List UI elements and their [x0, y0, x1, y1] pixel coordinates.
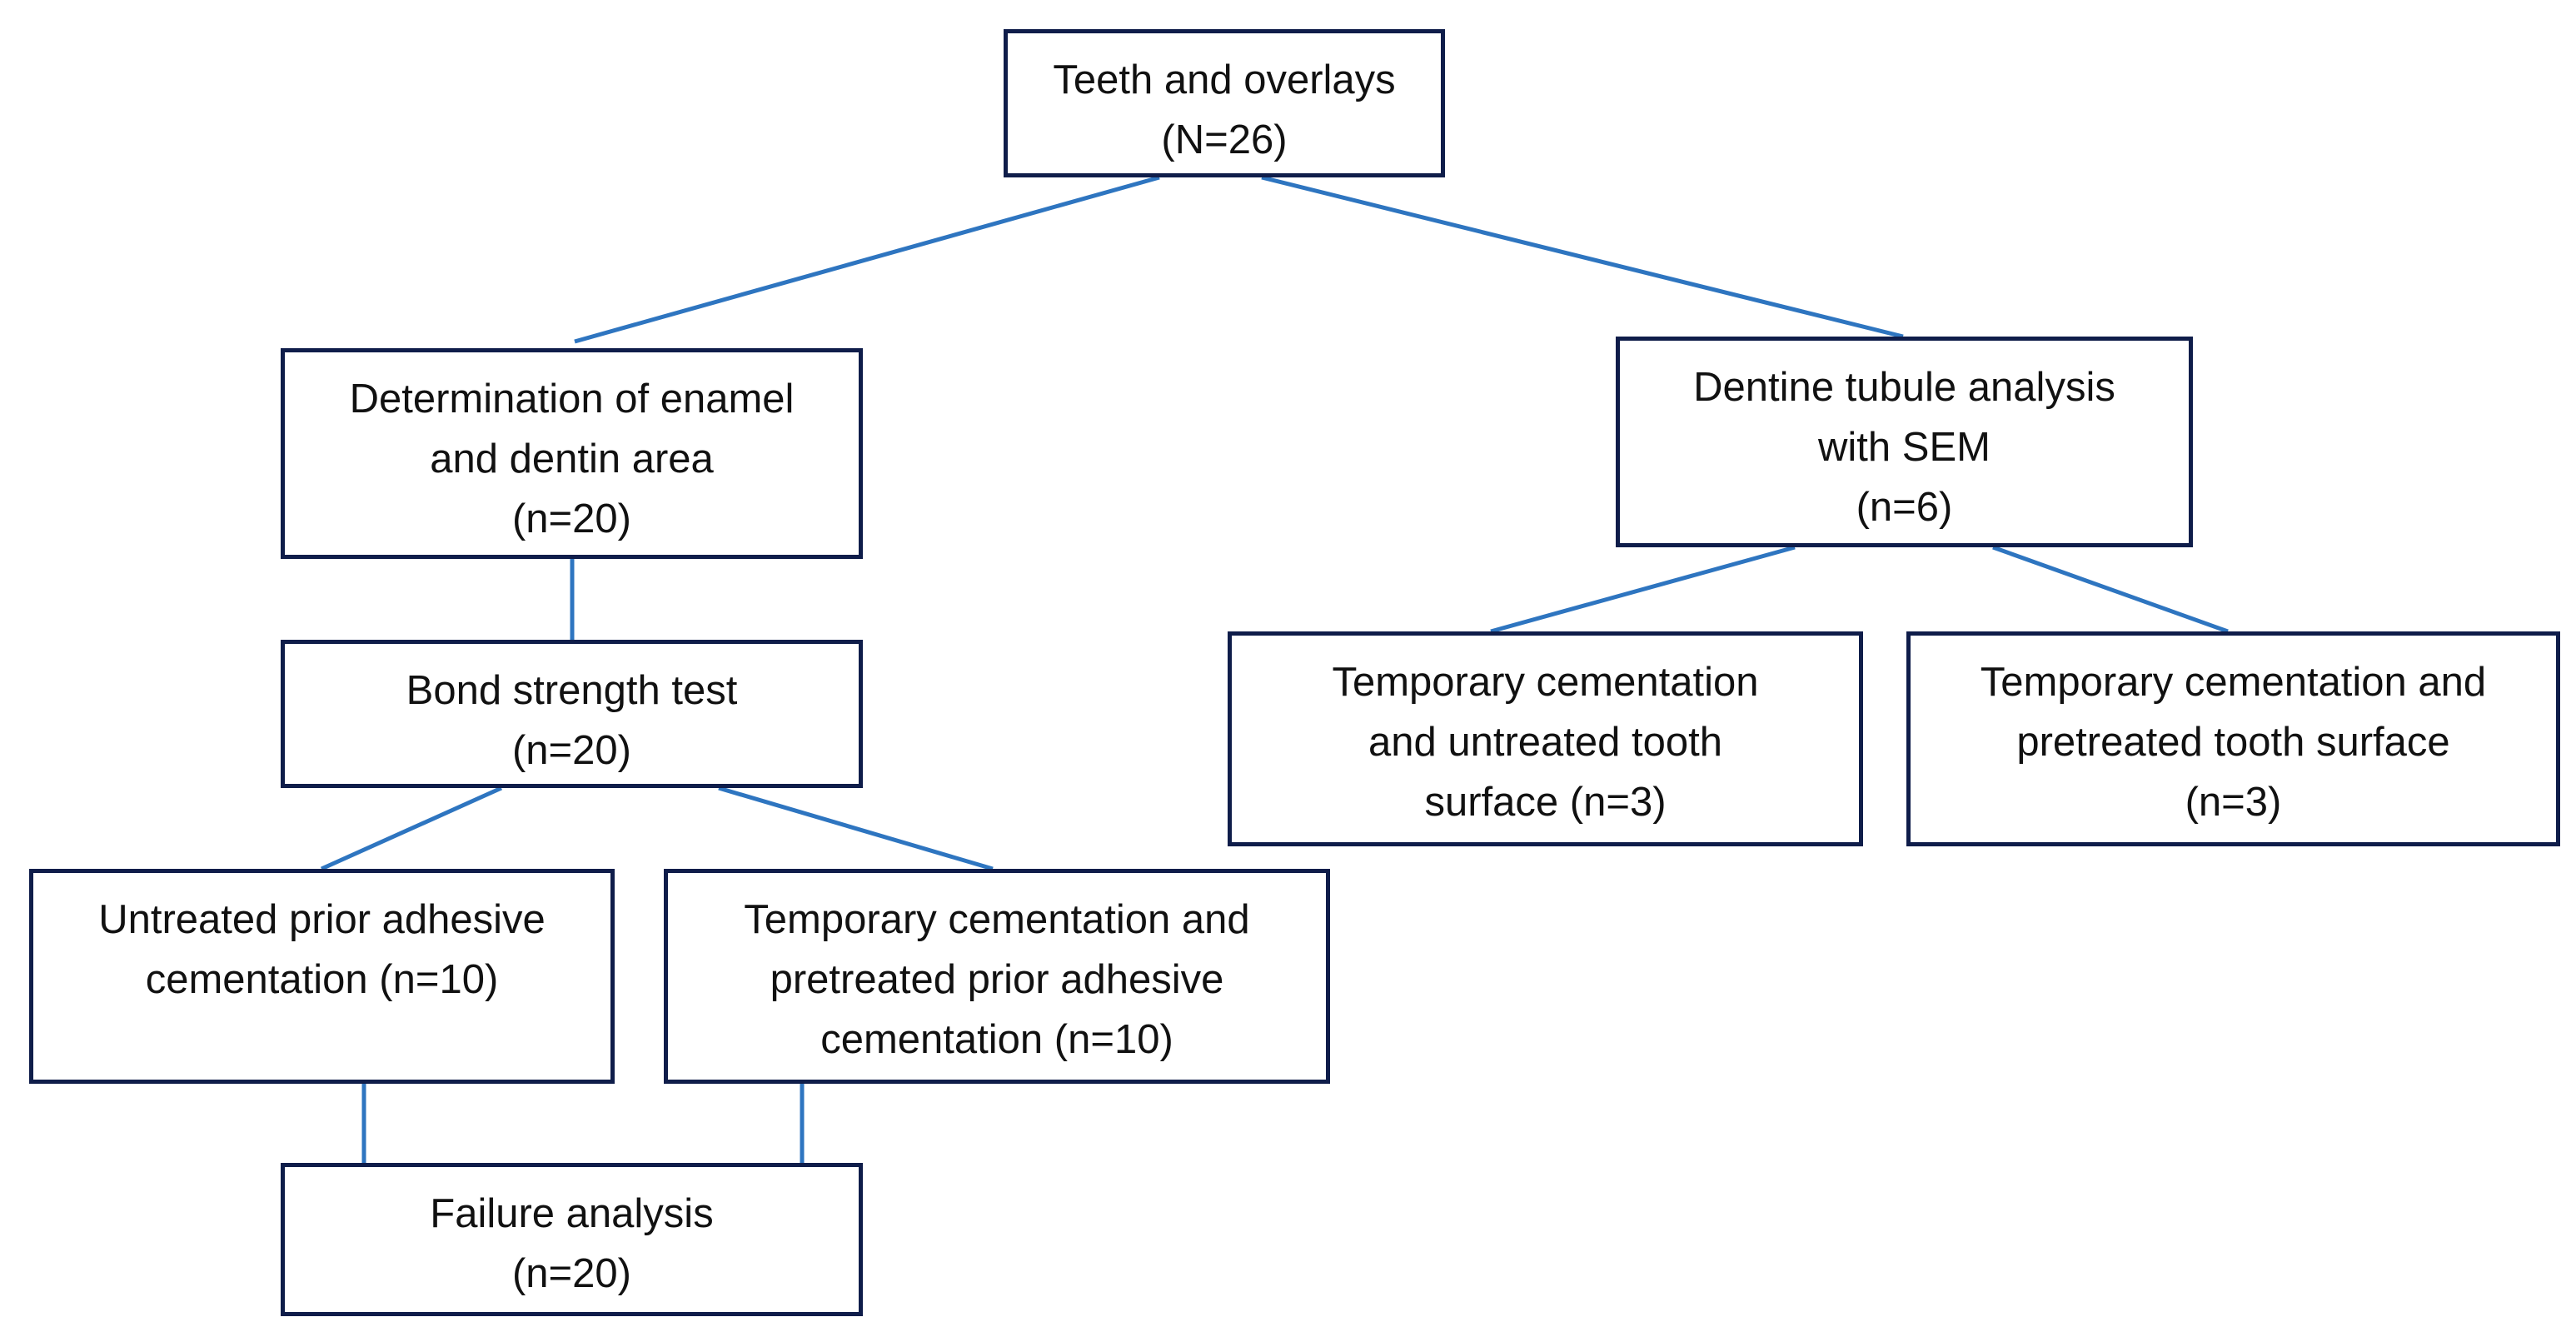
node-text-line: Temporary cementation: [1332, 660, 1759, 705]
node-text-line: Dentine tubule analysis: [1693, 365, 2115, 410]
node-text-line: with SEM: [1818, 425, 1991, 470]
edge-root-dentine: [1261, 175, 1904, 339]
node-text-line: (n=3): [2185, 780, 2282, 825]
node-text-line: pretreated tooth surface: [2016, 720, 2450, 765]
node-enamel-dentin-area: Determination of enamel and dentin area …: [281, 348, 863, 559]
node-teeth-and-overlays: Teeth and overlays (N=26): [1004, 29, 1445, 177]
node-text-line: Failure analysis: [430, 1191, 714, 1236]
node-text-line: (n=20): [511, 728, 631, 773]
node-text-line: and untreated tooth: [1368, 720, 1723, 765]
node-temporary-untreated-surface: Temporary cementation and untreated toot…: [1228, 631, 1863, 846]
edge-dentine-temp3: [1992, 545, 2229, 634]
node-text-line: (N=26): [1161, 117, 1288, 162]
node-text-line: Temporary cementation and: [1980, 660, 2487, 705]
node-text-line: cementation (n=10): [820, 1017, 1173, 1062]
node-text-line: and dentin area: [430, 437, 714, 481]
node-text-line: cementation (n=10): [145, 957, 499, 1002]
node-text-line: surface (n=3): [1424, 780, 1667, 825]
node-text-line: pretreated prior adhesive: [770, 957, 1224, 1002]
node-text-line: (n=20): [511, 496, 631, 541]
node-bond-strength-test: Bond strength test (n=20): [281, 640, 863, 788]
edge-bond-untreated: [320, 786, 503, 871]
edge-root-enamel: [574, 175, 1160, 344]
node-text-line: Temporary cementation and: [744, 897, 1250, 942]
edge-dentine-temp2: [1490, 545, 1796, 634]
edge-bond-temp1: [718, 786, 994, 871]
node-text-line: Determination of enamel: [349, 377, 795, 422]
node-text-line: Untreated prior adhesive: [98, 897, 546, 942]
node-text-line: Teeth and overlays: [1053, 57, 1396, 102]
node-failure-analysis: Failure analysis (n=20): [281, 1163, 863, 1316]
node-temporary-pretreated-adhesive: Temporary cementation and pretreated pri…: [664, 869, 1330, 1084]
node-text-line: (n=6): [1856, 485, 1953, 530]
node-text-line: Bond strength test: [406, 668, 738, 713]
node-dentine-tubule-analysis: Dentine tubule analysis with SEM (n=6): [1616, 337, 2193, 547]
node-untreated-adhesive-cementation: Untreated prior adhesive cementation (n=…: [29, 869, 615, 1084]
node-temporary-pretreated-surface: Temporary cementation and pretreated too…: [1906, 631, 2560, 846]
node-text-line: (n=20): [511, 1251, 631, 1296]
